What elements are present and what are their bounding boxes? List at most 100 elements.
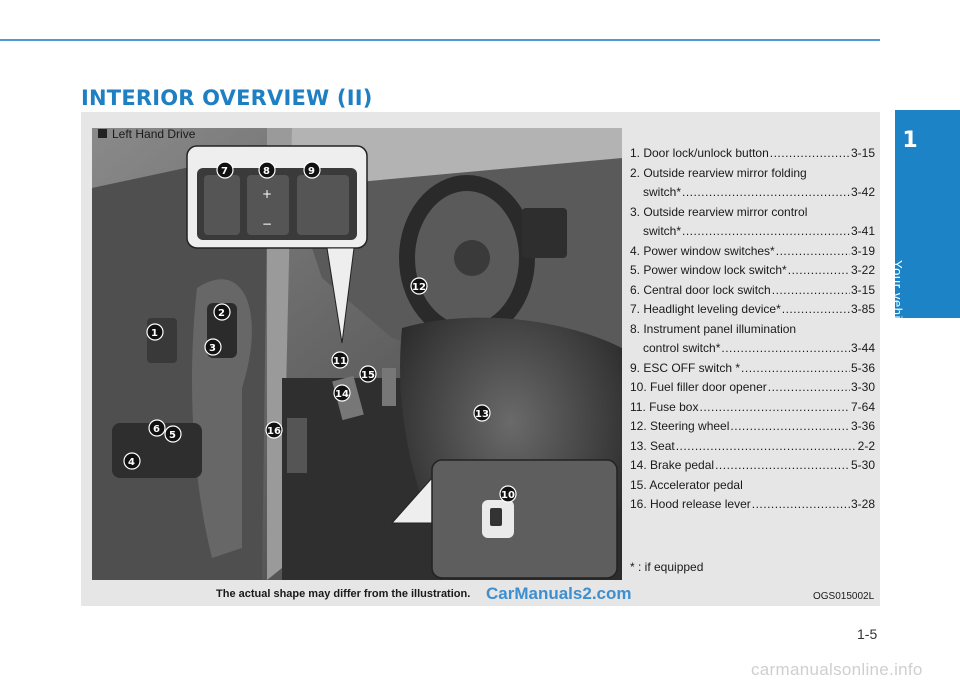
item-text: control switch* [643,341,721,355]
callout-14: 14 [333,384,351,402]
callout-15: 15 [359,365,377,383]
item-text: 14. Brake pedal [630,458,715,472]
leader-dots [788,261,850,281]
list-item: 12. Steering wheel 3-36 [630,417,875,437]
svg-text:1: 1 [151,328,158,339]
callout-5: 5 [164,425,182,443]
svg-text:15: 15 [361,370,375,381]
item-page-ref[interactable]: 3-19 [850,243,875,258]
leader-dots [721,339,850,359]
list-item: 14. Brake pedal 5-30 [630,456,875,476]
svg-text:10: 10 [501,490,515,501]
item-text: 3. Outside rearview mirror control [630,204,808,219]
callout-16: 16 [265,421,283,439]
item-text: 9. ESC OFF switch * [630,360,741,375]
svg-text:16: 16 [267,426,281,437]
item-text: 10. Fuel filler door opener [630,380,767,394]
item-text: 12. Steering wheel [630,419,730,433]
item-text: 15. Accelerator pedal [630,477,743,492]
item-page-ref[interactable]: 3-28 [850,497,875,511]
leader-dots [776,242,850,262]
callout-9: 9 [303,161,321,179]
callout-10: 10 [499,485,517,503]
svg-text:11: 11 [333,356,347,367]
item-page-ref[interactable]: 3-30 [850,380,875,394]
chapter-title: Your vehicle at a glance [890,260,905,412]
list-item: 15. Accelerator pedal [630,476,875,496]
item-page-ref[interactable]: 3-22 [850,263,875,277]
figure-caption: The actual shape may differ from the ill… [216,588,471,600]
svg-text:7: 7 [221,166,228,177]
interior-illustration: + − 1 2 3 4 5 6 7 8 9 10 11 12 13 14 15 … [92,128,622,580]
leader-dots [770,144,850,164]
svg-text:+: + [262,187,272,201]
item-page-ref[interactable]: 5-36 [850,360,875,375]
item-text: 2. Outside rearview mirror folding [630,165,807,180]
callout-6: 6 [148,419,166,437]
item-page-ref[interactable]: 3-44 [850,341,875,355]
fuel-opener-inset [390,459,618,579]
list-item: 4. Power window switches* 3-19 [630,242,875,262]
leader-dots [782,300,850,320]
leader-dots [741,359,850,379]
item-page-ref[interactable]: 7-64 [850,399,875,414]
item-text: 13. Seat [630,438,675,453]
item-text: 11. Fuse box [630,399,699,414]
svg-text:8: 8 [263,166,270,177]
svg-text:3: 3 [209,343,216,354]
component-list: 1. Door lock/unlock button 3-15 2. Outside… [630,144,875,515]
item-text: 6. Central door lock switch [630,282,771,297]
svg-text:−: − [262,217,272,231]
item-page-ref[interactable]: 3-41 [850,224,875,238]
leader-dots [676,437,857,457]
callout-3: 3 [204,338,222,356]
leader-dots [768,378,850,398]
page-title: INTERIOR OVERVIEW (II) [81,86,373,110]
list-item: 1. Door lock/unlock button 3-15 [630,144,875,164]
item-page-ref[interactable]: 2-2 [857,438,875,453]
list-item: 11. Fuse box 7-64 [630,398,875,418]
item-page-ref[interactable]: 3-15 [850,146,875,160]
callout-12: 12 [410,277,428,295]
list-item: 8. Instrument panel illumination control … [630,320,875,359]
leader-dots [752,495,850,515]
list-item: 6. Central door lock switch 3-15 [630,281,875,301]
item-text: 1. Door lock/unlock button [630,146,769,160]
item-page-ref[interactable]: 5-30 [850,458,875,472]
overlay-watermark: CarManuals2.com [486,584,632,603]
item-page-ref[interactable]: 3-42 [850,185,875,199]
callout-8: 8 [258,161,276,179]
item-text: 8. Instrument panel illumination [630,321,797,336]
list-item: 10. Fuel filler door opener 3-30 [630,378,875,398]
callout-4: 4 [123,452,141,470]
center-console [522,208,567,258]
item-page-ref[interactable]: 3-36 [850,419,875,433]
chapter-tab[interactable]: 1 Your vehicle at a glance [890,110,960,412]
leader-dots [730,417,850,437]
svg-text:14: 14 [335,389,349,400]
figure-code: OGS015002L [813,591,875,602]
svg-text:5: 5 [169,430,176,441]
svg-text:6: 6 [153,424,160,435]
svg-text:13: 13 [475,409,489,420]
callout-13: 13 [473,404,491,422]
hood-lever-shape [287,418,307,473]
square-bullet-icon [98,129,107,138]
item-text: 16. Hood release lever [630,497,751,511]
footer-watermark: carmanualsonline.info [751,660,923,679]
list-item: 9. ESC OFF switch * 5-36 [630,359,875,379]
callout-7: 7 [216,161,234,179]
svg-text:12: 12 [412,282,426,293]
accelerator-pedal-shape [382,368,396,406]
item-text: 4. Power window switches* [630,243,775,258]
leader-dots [699,398,849,418]
item-page-ref[interactable]: 3-15 [850,282,875,297]
svg-text:2: 2 [218,308,225,319]
item-text: 5. Power window lock switch* [630,263,787,277]
item-page-ref[interactable]: 3-85 [850,302,875,316]
list-item: 5. Power window lock switch* 3-22 [630,261,875,281]
leader-dots [682,222,850,242]
svg-text:9: 9 [308,166,315,177]
figure-label: Left Hand Drive [98,127,195,141]
